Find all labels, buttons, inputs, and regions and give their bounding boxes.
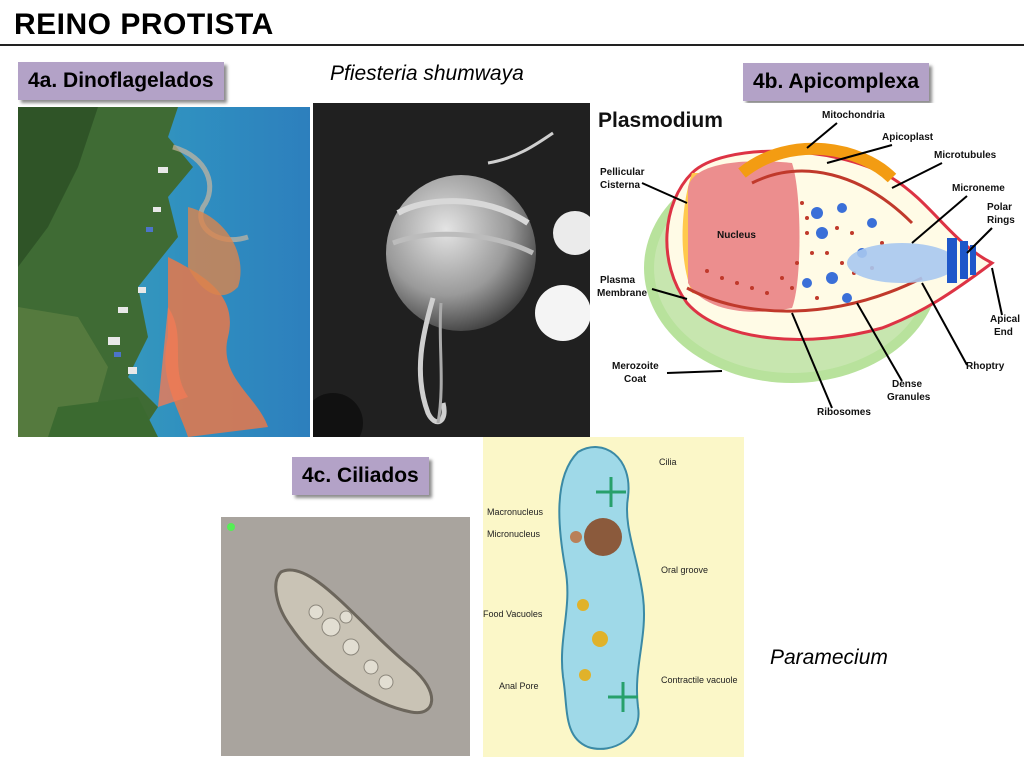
label-macronucleus: Macronucleus [487,507,544,517]
label-dense: Dense [892,379,922,390]
label-microneme: Microneme [952,183,1005,194]
label-end: End [994,327,1013,338]
plasmodium-diagram: Plasmodium Mitochondria Apicoplast Micro… [592,103,1024,423]
label-coat: Coat [624,374,647,385]
label-microtubules: Microtubules [934,150,997,161]
label-anal-pore: Anal Pore [499,681,539,691]
label-rhoptry: Rhoptry [966,361,1005,372]
dinoflagelados-label: 4a. Dinoflagelados [18,62,224,100]
label-rings: Rings [987,215,1015,226]
label-ribosomes: Ribosomes [817,407,871,418]
label-cilia: Cilia [659,457,677,467]
label-apicoplast: Apicoplast [882,132,934,143]
paramecium-diagram: Cilia Macronucleus Micronucleus Oral gro… [483,437,744,757]
label-food-vacuoles: Food Vacuoles [483,609,543,619]
apicomplexa-label: 4b. Apicomplexa [743,63,930,101]
label-micronucleus: Micronucleus [487,529,541,539]
label-oral-groove: Oral groove [661,565,708,575]
label-apical: Apical [990,314,1020,325]
label-mitochondria: Mitochondria [822,110,885,121]
title-divider [0,44,1024,46]
label-merozoite: Merozoite [612,361,659,372]
plasmodium-title: Plasmodium [598,109,723,132]
label-membrane: Membrane [597,288,647,299]
label-granules: Granules [887,392,931,403]
ciliados-label: 4c. Ciliados [292,457,429,495]
pfiesteria-sem-image [313,103,590,437]
label-pellicular: Pellicular [600,167,645,178]
paramecium-micrograph [221,517,470,756]
red-tide-photo [18,107,310,437]
label-nucleus: Nucleus [717,230,756,241]
label-contractile-vacuole: Contractile vacuole [661,675,738,685]
pfiesteria-caption: Pfiesteria shumwaya [330,62,524,85]
paramecium-caption: Paramecium [770,646,888,669]
label-polar: Polar [987,202,1012,213]
label-cisterna: Cisterna [600,180,640,191]
label-plasma: Plasma [600,275,635,286]
slide-title: REINO PROTISTA [14,8,274,41]
